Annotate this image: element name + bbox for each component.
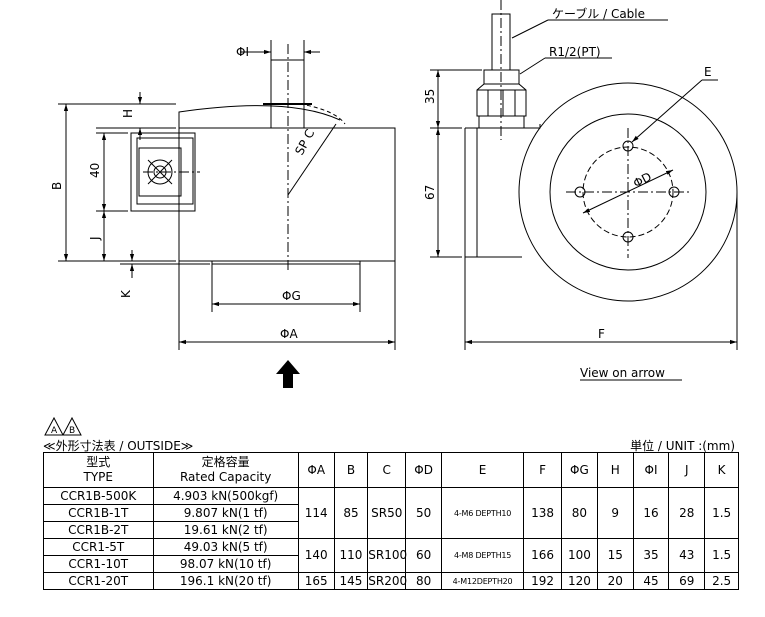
cell-b: 85 xyxy=(333,487,369,539)
header-e: E xyxy=(440,452,525,488)
header-i: ΦI xyxy=(632,452,670,488)
cell-h: 15 xyxy=(596,538,634,573)
cell-f: 192 xyxy=(523,572,563,590)
cell-k: 2.5 xyxy=(704,572,739,590)
cell-e: 4-M12DEPTH20 xyxy=(440,572,525,590)
cell-d: 50 xyxy=(405,487,442,539)
cell-f: 166 xyxy=(523,538,563,573)
label-phi-g: ΦG xyxy=(282,289,301,303)
label-cable: ケーブル / Cable xyxy=(552,6,645,21)
cell-b: 110 xyxy=(333,538,369,573)
cell-type: CCR1B-1T xyxy=(43,504,154,522)
cell-j: 69 xyxy=(668,572,706,590)
load-cell-body xyxy=(178,127,396,262)
header-g: ΦG xyxy=(561,452,598,488)
front-view xyxy=(430,0,738,381)
label-k: K xyxy=(119,289,133,298)
label-thread: R1/2(PT) xyxy=(549,45,601,59)
cell-c: SR100 xyxy=(367,538,407,573)
cell-j: 43 xyxy=(668,538,706,573)
cell-capacity: 49.03 kN(5 tf) xyxy=(152,538,299,556)
label-35: 35 xyxy=(423,89,437,104)
bottom-lip xyxy=(211,260,361,265)
header-f: F xyxy=(523,452,563,488)
connector-box xyxy=(130,132,196,212)
cell-d: 80 xyxy=(405,572,442,590)
label-f: F xyxy=(598,327,605,341)
cell-a: 165 xyxy=(297,572,335,590)
header-k: K xyxy=(704,452,739,488)
view-arrow-icon xyxy=(276,360,300,388)
table-row: CCR1-20T 196.1 kN(20 tf) 165 145 SR200 8… xyxy=(43,572,739,590)
cell-i: 45 xyxy=(632,572,670,590)
header-j: J xyxy=(668,452,706,488)
cell-a: 114 xyxy=(297,487,335,539)
cell-h: 9 xyxy=(596,487,634,539)
cell-f: 138 xyxy=(523,487,563,539)
cell-i: 16 xyxy=(632,487,670,539)
label-spc: SP C xyxy=(292,127,317,157)
table-title: ≪外形寸法表 / OUTSIDE≫ xyxy=(43,439,194,453)
cell-i: 35 xyxy=(632,538,670,573)
header-h: H xyxy=(596,452,634,488)
label-phi-i: ΦI xyxy=(236,45,249,59)
label-40: 40 xyxy=(88,163,102,178)
cell-type: CCR1B-500K xyxy=(43,487,154,505)
side-view xyxy=(58,40,396,350)
cell-k: 1.5 xyxy=(704,538,739,573)
label-phi-d: ΦD xyxy=(631,170,654,191)
cell-capacity: 19.61 kN(2 tf) xyxy=(152,521,299,539)
cell-e: 4-M6 DEPTH10 xyxy=(440,487,525,539)
cell-type: CCR1B-2T xyxy=(43,521,154,539)
label-h: H xyxy=(121,109,135,118)
revision-mark-b: B xyxy=(69,426,75,436)
table-row: CCR1-5T 49.03 kN(5 tf) 140 110 SR100 60 … xyxy=(43,538,739,573)
label-view-on-arrow: View on arrow xyxy=(580,366,665,380)
cell-j: 28 xyxy=(668,487,706,539)
cell-c: SR200 xyxy=(367,572,408,590)
cell-type: CCR1-5T xyxy=(43,538,154,556)
header-b: B xyxy=(333,452,369,488)
table-row: CCR1-10T 98.07 kN(10 tf) xyxy=(43,555,739,573)
cell-capacity: 4.903 kN(500kgf) xyxy=(152,487,299,505)
cell-type: CCR1-20T xyxy=(43,572,154,590)
cell-capacity: 196.1 kN(20 tf) xyxy=(152,572,299,590)
cell-capacity: 98.07 kN(10 tf) xyxy=(152,555,299,573)
cell-d: 60 xyxy=(405,538,442,573)
label-e: E xyxy=(704,65,712,79)
cell-type: CCR1-10T xyxy=(43,555,154,573)
loading-button xyxy=(270,59,305,129)
cell-c: SR50 xyxy=(367,487,407,539)
label-67: 67 xyxy=(423,185,437,200)
cell-k: 1.5 xyxy=(704,487,739,539)
label-j: J xyxy=(88,236,102,241)
table-row: CCR1B-500K 4.903 kN(500kgf) 114 85 SR50 … xyxy=(43,487,739,539)
cell-capacity: 9.807 kN(1 tf) xyxy=(152,504,299,522)
cell-a: 140 xyxy=(297,538,335,573)
header-c: C xyxy=(367,452,407,488)
table-title-row: ≪外形寸法表 / OUTSIDE≫ 単位 / UNIT :(mm) xyxy=(43,439,739,453)
revision-marks: A B xyxy=(44,416,82,436)
label-b: B xyxy=(50,182,64,190)
cell-g: 80 xyxy=(561,487,598,539)
unit-label: 単位 / UNIT :(mm) xyxy=(630,439,735,453)
header-a: ΦA xyxy=(297,452,335,488)
cell-g: 100 xyxy=(561,538,598,573)
cell-h: 20 xyxy=(596,572,634,590)
cell-b: 145 xyxy=(333,572,369,590)
label-phi-a: ΦA xyxy=(280,327,298,341)
cell-g: 120 xyxy=(561,572,598,590)
header-d: ΦD xyxy=(405,452,442,488)
cell-e: 4-M8 DEPTH15 xyxy=(440,538,525,573)
revision-mark-a: A xyxy=(51,426,58,436)
technical-drawing: ケーブル / Cable R1/2(PT) ΦI H B 40 J K SP C… xyxy=(50,0,738,388)
table-row: CCR1B-2T 19.61 kN(2 tf) xyxy=(43,521,739,539)
